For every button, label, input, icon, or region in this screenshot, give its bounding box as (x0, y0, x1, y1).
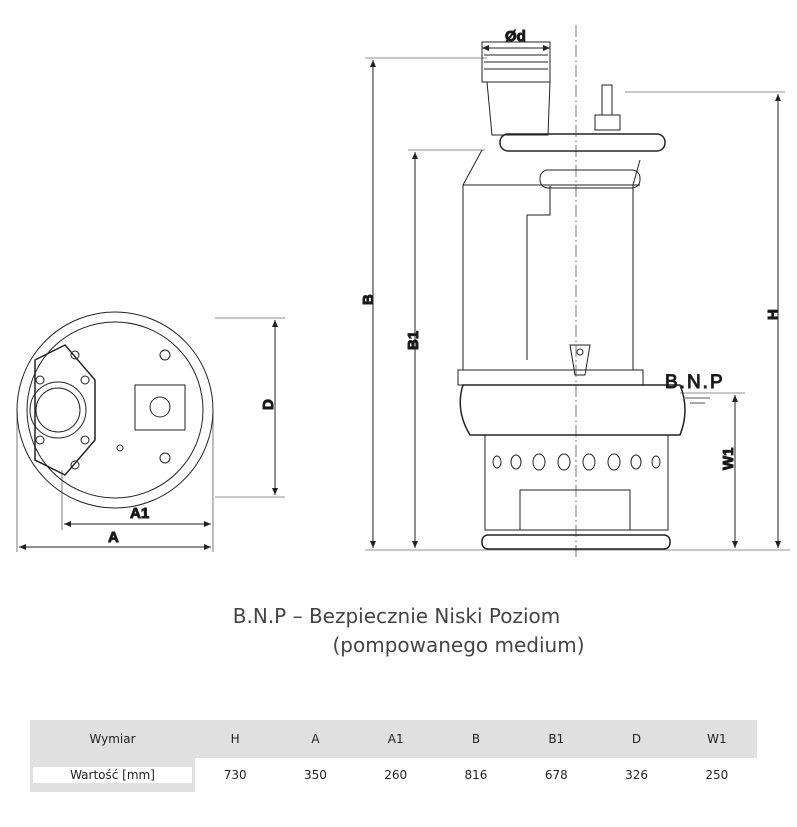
value-cell: 816 (435, 758, 517, 792)
header-cell: Wymiar (30, 720, 195, 758)
value-cell: 260 (355, 758, 436, 792)
pump-technical-drawing: A1 A D Ød B B1 H (16, 25, 790, 560)
value-cell: 350 (275, 758, 356, 792)
value-cell: 678 (516, 758, 597, 792)
label-outlet-diameter: Ød (505, 28, 526, 45)
label-d: D (260, 399, 277, 410)
top-view: A1 A D (16, 311, 285, 552)
label-b: B (360, 294, 377, 305)
label-a: A (108, 529, 119, 546)
row-label-cell: Wartość [mm] (30, 758, 195, 792)
header-cell: B (435, 720, 517, 758)
value-cell: 326 (596, 758, 677, 792)
header-cell: H (195, 720, 276, 758)
label-w1: W1 (720, 448, 737, 471)
side-view: Ød B B1 H W1 B.N.P (360, 25, 790, 560)
value-cell: 730 (195, 758, 276, 792)
dimensions-table: Wymiar H A A1 B B1 D W1 Wartość [mm] 730… (30, 720, 757, 792)
table-header-row: Wymiar H A A1 B B1 D W1 (30, 720, 757, 758)
header-cell: D (596, 720, 677, 758)
header-cell: W1 (676, 720, 757, 758)
value-cell: 250 (676, 758, 757, 792)
label-bnp: B.N.P (665, 372, 725, 393)
header-cell: B1 (516, 720, 597, 758)
label-b1: B1 (405, 331, 422, 350)
row-label: Wartość [mm] (33, 767, 192, 783)
label-h: H (765, 309, 782, 320)
label-a1: A1 (130, 505, 149, 522)
header-cell: A (275, 720, 356, 758)
caption-subtitle: (pompowanego medium) (332, 633, 585, 657)
caption-title: B.N.P – Bezpiecznie Niski Poziom (232, 604, 561, 628)
strainer-holes (492, 453, 661, 471)
header-cell: A1 (355, 720, 436, 758)
table-row: Wartość [mm] 730 350 260 816 678 326 250 (30, 758, 757, 792)
